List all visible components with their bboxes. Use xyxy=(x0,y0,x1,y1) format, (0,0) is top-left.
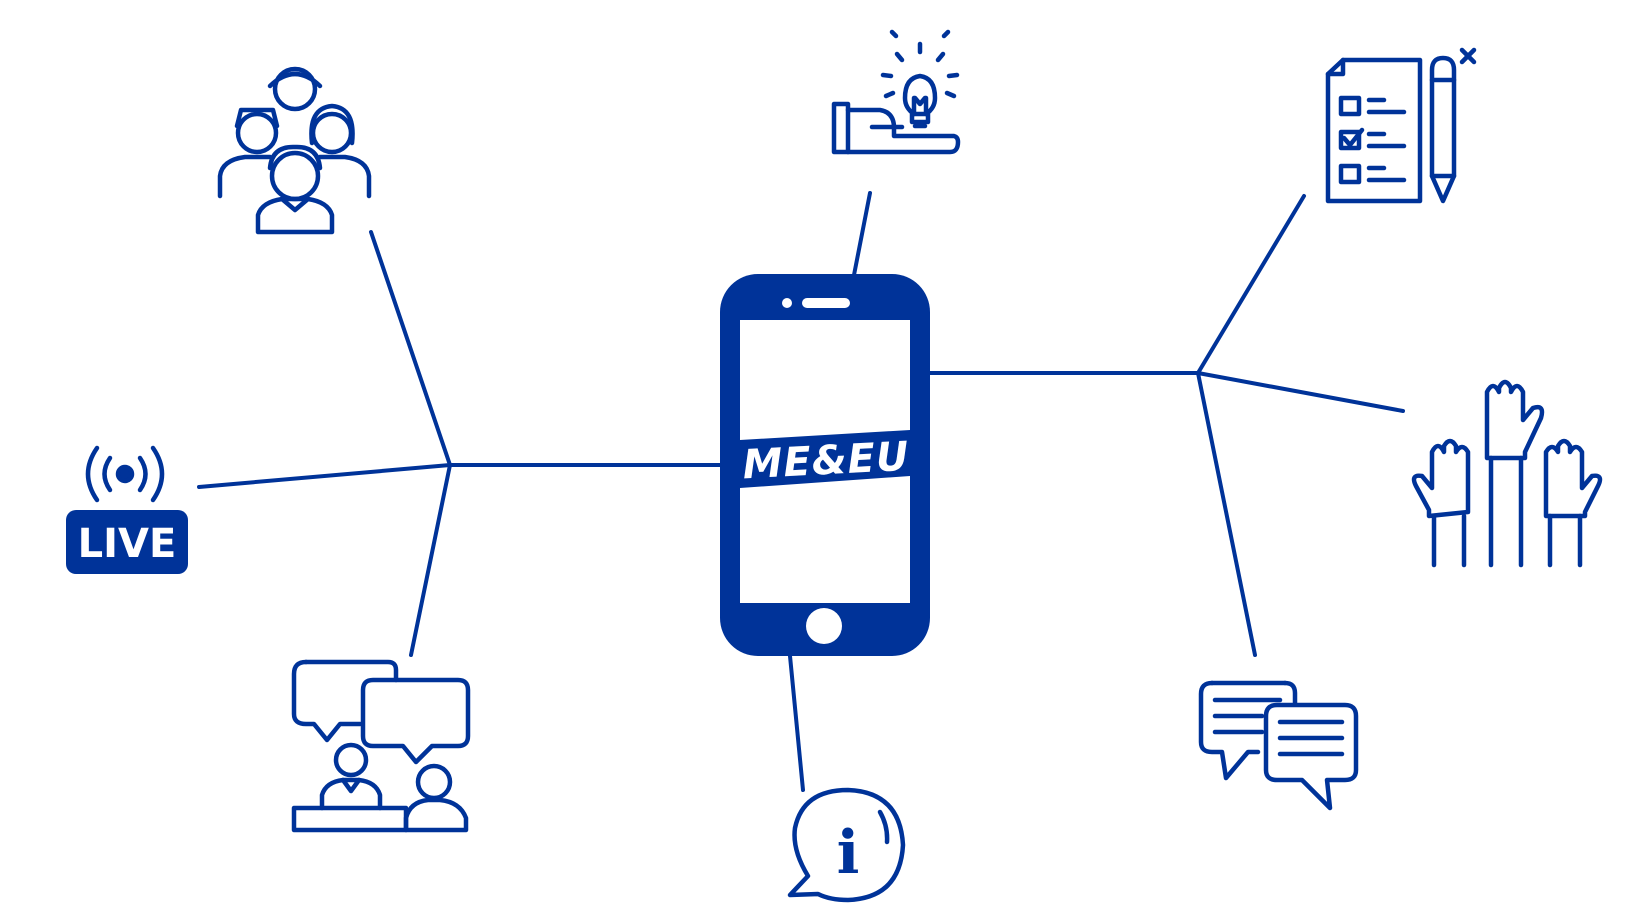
live-broadcast-icon: LIVE xyxy=(66,445,188,574)
connector-left-hub-to-people xyxy=(369,230,452,467)
live-label: LIVE xyxy=(78,521,177,567)
info-letter: i xyxy=(837,818,860,888)
live-signal-dot xyxy=(115,464,135,484)
chat-bubbles-icon xyxy=(1198,680,1359,811)
phone-center-label: ME&EU xyxy=(742,434,911,489)
phone-camera xyxy=(782,298,792,308)
connector-phone-to-idea xyxy=(852,191,872,277)
group-of-people-icon xyxy=(217,66,372,235)
connector-right-hub-to-checklist xyxy=(1196,194,1306,375)
connector-right-hub-to-chat xyxy=(1196,371,1257,657)
connector-phone-to-info xyxy=(788,654,805,792)
checklist-with-pencil-icon xyxy=(1325,47,1477,204)
phone-home-button xyxy=(806,608,842,644)
connector-left-hub-to-presentation xyxy=(409,463,452,657)
connector-lines xyxy=(197,191,1405,792)
information-bubble-icon: i xyxy=(787,787,906,903)
idea-in-hand-icon xyxy=(831,29,961,155)
presentation-dialogue-icon xyxy=(291,659,471,833)
raised-hands-icon xyxy=(1411,379,1603,568)
smartphone: ME&EU xyxy=(720,274,930,656)
connector-right-hub-to-hands xyxy=(1196,371,1405,413)
live-badge xyxy=(66,510,188,574)
connector-left-hub-to-live xyxy=(197,463,452,489)
phone-banner xyxy=(740,430,910,488)
phone-speaker xyxy=(802,298,850,308)
